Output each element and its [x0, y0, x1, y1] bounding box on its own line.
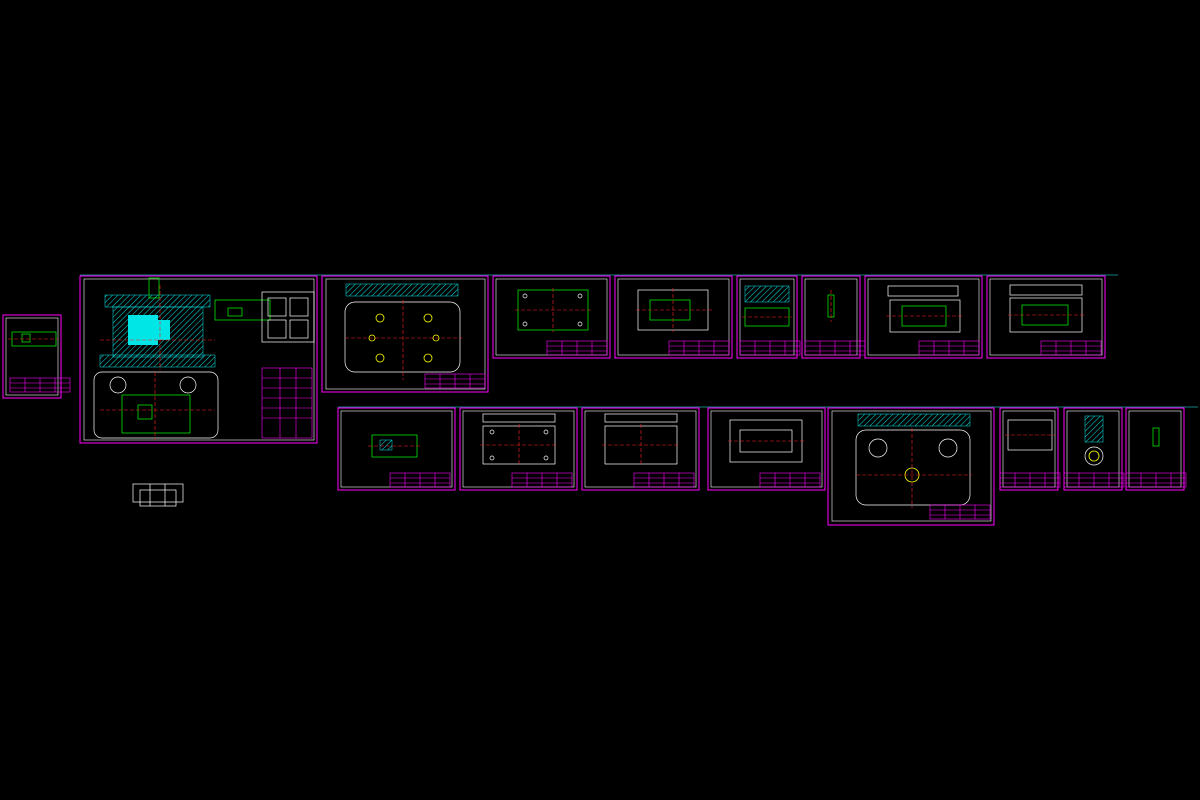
sheet-part-small[interactable] — [736, 275, 801, 359]
loose-detail-block[interactable] — [132, 483, 184, 507]
sheet-plate-5[interactable] — [459, 407, 578, 491]
sheet-assembly[interactable] — [79, 275, 318, 444]
sheet-part-c[interactable] — [1063, 407, 1125, 491]
sheet-base-plate[interactable] — [321, 275, 489, 393]
sheet-plate-7[interactable] — [707, 407, 826, 491]
sheet-part-narrow[interactable] — [801, 275, 866, 359]
sheet-part-a[interactable] — [337, 407, 456, 491]
sheet-plate-3[interactable] — [864, 275, 983, 359]
sheet-plate-2[interactable] — [614, 275, 733, 359]
sheet-plate-6[interactable] — [581, 407, 700, 491]
sheet-part-d[interactable] — [1125, 407, 1187, 491]
sheet-top-plate[interactable] — [827, 407, 995, 526]
sheet-plate-4[interactable] — [986, 275, 1106, 359]
sheet-plate-1[interactable] — [492, 275, 611, 359]
sheet-small-left[interactable] — [2, 314, 71, 399]
sheet-part-b[interactable] — [999, 407, 1061, 491]
